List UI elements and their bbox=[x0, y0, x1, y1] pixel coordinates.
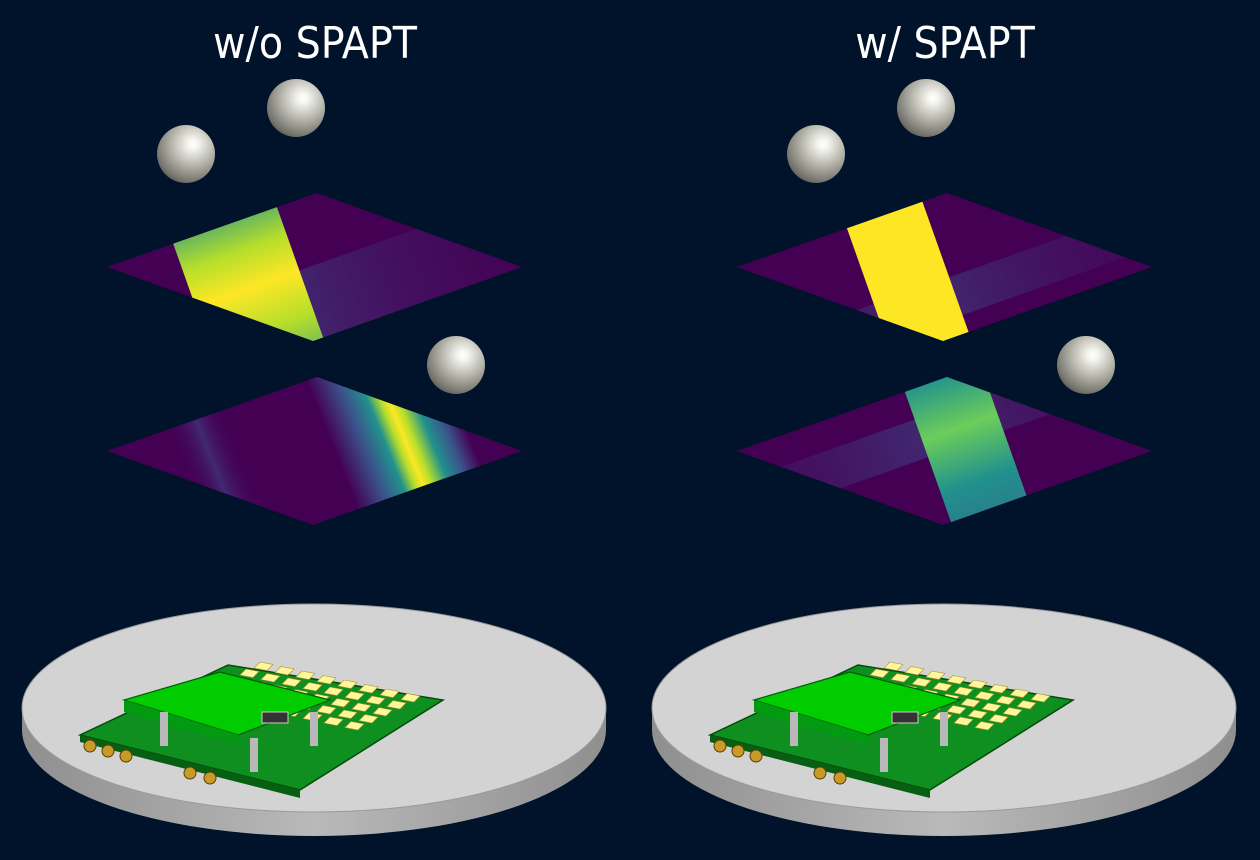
antenna-patch bbox=[400, 693, 421, 703]
antenna-patch bbox=[953, 716, 974, 726]
antenna-patch bbox=[281, 677, 302, 687]
antenna-patch bbox=[1030, 693, 1051, 703]
antenna-patch bbox=[1009, 688, 1030, 698]
antenna-patch bbox=[358, 684, 379, 694]
antenna-patch bbox=[323, 686, 344, 696]
panel-title-without-spapt: w/o SPAPT bbox=[213, 18, 418, 69]
antenna-patch bbox=[330, 698, 351, 708]
standoff bbox=[160, 712, 168, 746]
antenna-patch bbox=[316, 705, 337, 715]
antenna-patch bbox=[995, 695, 1016, 705]
panel-without-spapt: w/o SPAPT bbox=[21, 18, 607, 836]
standoff bbox=[940, 712, 948, 746]
antenna-patch bbox=[372, 707, 393, 717]
antenna-patch bbox=[260, 673, 281, 683]
target-sphere bbox=[787, 125, 845, 183]
antenna-patch bbox=[253, 661, 274, 671]
target-sphere bbox=[897, 79, 955, 137]
antenna-patch bbox=[351, 702, 372, 712]
chip bbox=[261, 711, 289, 724]
target-sphere bbox=[1057, 336, 1115, 394]
panel-with-spapt: w/ SPAPT bbox=[651, 18, 1237, 836]
antenna-patch bbox=[379, 688, 400, 698]
standoff bbox=[250, 738, 258, 772]
antenna-patch bbox=[946, 675, 967, 685]
antenna-patch bbox=[869, 668, 890, 678]
antenna-patch bbox=[967, 709, 988, 719]
antenna-patch bbox=[239, 668, 260, 678]
antenna-patch bbox=[365, 695, 386, 705]
antenna-patch bbox=[946, 705, 967, 715]
antenna-patch bbox=[1016, 700, 1037, 710]
antenna-patch bbox=[981, 702, 1002, 712]
sma-connectors bbox=[83, 739, 217, 785]
antenna-patch bbox=[337, 709, 358, 719]
sma-connectors bbox=[713, 739, 847, 785]
antenna-patch bbox=[925, 670, 946, 680]
antenna-patch bbox=[316, 675, 337, 685]
antenna-patch bbox=[274, 666, 295, 676]
antenna-patch bbox=[988, 684, 1009, 694]
panel-title-with-spapt: w/ SPAPT bbox=[855, 18, 1035, 69]
antenna-patch bbox=[337, 679, 358, 689]
antenna-patch bbox=[953, 686, 974, 696]
standoff bbox=[880, 738, 888, 772]
antenna-patch bbox=[358, 714, 379, 724]
antenna-patch bbox=[904, 666, 925, 676]
standoff bbox=[310, 712, 318, 746]
target-sphere bbox=[157, 125, 215, 183]
radar-pcb bbox=[77, 661, 446, 798]
target-sphere bbox=[267, 79, 325, 137]
antenna-patch bbox=[974, 691, 995, 701]
antenna-patch bbox=[295, 670, 316, 680]
antenna-patch bbox=[932, 682, 953, 692]
antenna-patch bbox=[960, 698, 981, 708]
chip bbox=[891, 711, 919, 724]
antenna-patch bbox=[344, 721, 365, 731]
antenna-patch bbox=[1002, 707, 1023, 717]
antenna-patch bbox=[911, 677, 932, 687]
antenna-patch bbox=[302, 682, 323, 692]
antenna-patch bbox=[386, 700, 407, 710]
standoff bbox=[790, 712, 798, 746]
target-sphere bbox=[427, 336, 485, 394]
antenna-patch bbox=[967, 679, 988, 689]
antenna-patch bbox=[974, 721, 995, 731]
radar-pcb bbox=[707, 661, 1076, 798]
antenna-patch bbox=[344, 691, 365, 701]
antenna-patch bbox=[988, 714, 1009, 724]
antenna-patch bbox=[323, 716, 344, 726]
antenna-patch bbox=[890, 673, 911, 683]
antenna-patch bbox=[883, 661, 904, 671]
